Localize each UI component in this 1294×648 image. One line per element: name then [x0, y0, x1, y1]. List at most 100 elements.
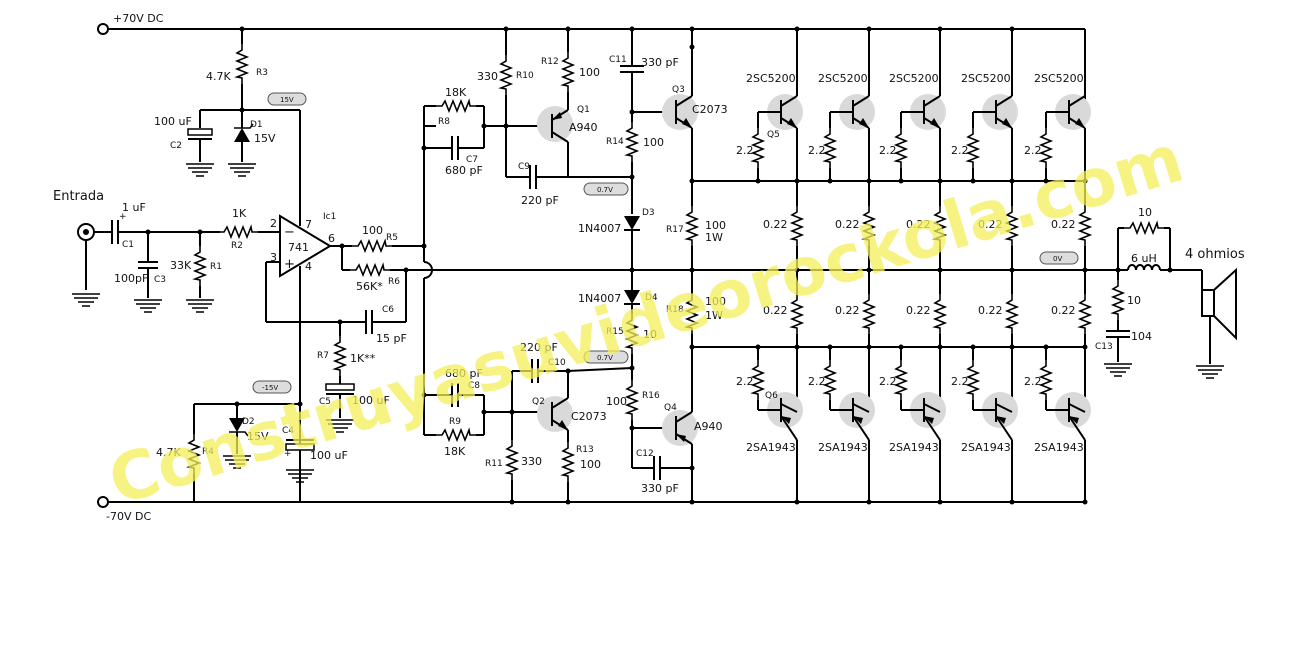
r12-value: 100: [579, 66, 600, 79]
npn-halo: [910, 94, 946, 130]
r12-ref: R12: [541, 57, 559, 67]
c2-value: 100 uF: [154, 115, 192, 128]
opamp-pin-6: 6: [328, 232, 335, 245]
r14-ref: R14: [606, 137, 624, 147]
npn-base-resistor: 2.2: [808, 144, 826, 157]
npn-emitter-resistor: 0.22: [835, 218, 860, 231]
c9-value: 220 pF: [521, 194, 559, 207]
r9-ref: R9: [449, 417, 461, 427]
r14-value: 100: [643, 136, 664, 149]
npn-emitter-resistor: 0.22: [906, 218, 931, 231]
c9-ref: C9: [518, 162, 530, 172]
c13-value: 104: [1131, 330, 1152, 343]
positive-rail: +70V DC: [97, 12, 1085, 35]
inductor-value: 6 uH: [1131, 252, 1157, 265]
c5-ref: C5: [319, 397, 331, 407]
c2-ref: C2: [170, 141, 182, 151]
pnp-base-resistor: 2.2: [736, 375, 754, 388]
q3-type: C2073: [692, 103, 728, 116]
pnp-halo: [1055, 392, 1091, 428]
r11-value: 330: [521, 455, 542, 468]
c3-ref: C3: [154, 275, 166, 285]
q2-type: C2073: [571, 410, 607, 423]
tag-bottom-07v: 0.7V: [597, 354, 613, 362]
opamp-plus: +: [284, 257, 295, 272]
npn-base-resistor: 2.2: [951, 144, 969, 157]
opamp-name: 741: [288, 241, 309, 254]
q4-ref: Q4: [664, 403, 677, 413]
r17-value: 100: [705, 219, 726, 232]
pnp-type: 2SA1943: [961, 441, 1011, 454]
npn-type: 2SC5200: [746, 72, 796, 85]
q6-ref: Q6: [765, 391, 778, 401]
r10-ref: R10: [516, 71, 534, 81]
c8-ref: C8: [468, 381, 480, 391]
d4-type: 1N4007: [578, 292, 621, 305]
c10-value: 220 pF: [520, 341, 558, 354]
q2-halo: [537, 396, 573, 432]
c8-value: 680 pF: [445, 367, 483, 380]
negative-rail-label: -70V DC: [106, 510, 151, 523]
c4-value: 100 uF: [310, 449, 348, 462]
c6-value: 15 pF: [376, 332, 407, 345]
tag-minus15v: -15V: [262, 384, 278, 392]
npn-emitter-resistor: 0.22: [978, 218, 1003, 231]
d4-ref: D4: [645, 293, 658, 303]
c12-ref: C12: [636, 449, 654, 459]
r15-ref: R15: [606, 327, 624, 337]
r8-ref: R8: [438, 117, 450, 127]
r13-ref: R13: [576, 445, 594, 455]
rz-value: 10: [1127, 294, 1141, 307]
c1-value: 1 uF: [122, 201, 146, 214]
input-stage: Entrada + 1 uF C1 100pF C3 33K R1 1K R2: [53, 189, 280, 313]
npn-base-resistor: 2.2: [879, 144, 897, 157]
pnp-halo: [910, 392, 946, 428]
d1-value: 15V: [254, 132, 276, 145]
r1-ref: R1: [210, 262, 222, 272]
pnp-emitter-resistor: 0.22: [835, 304, 860, 317]
npn-base-resistor: 2.2: [1024, 144, 1042, 157]
q1-type: A940: [569, 121, 598, 134]
pnp-type: 2SA1943: [746, 441, 796, 454]
d3-ref: D3: [642, 208, 655, 218]
c4-ref: C4: [282, 426, 294, 436]
pnp-base-resistor: 2.2: [879, 375, 897, 388]
pnp-halo: [982, 392, 1018, 428]
q2-ref: Q2: [532, 397, 545, 407]
negative-rail: -70V DC: [97, 496, 1085, 523]
npn-type: 2SC5200: [1034, 72, 1084, 85]
d2-value: 15V: [247, 430, 269, 443]
pnp-halo: [839, 392, 875, 428]
r10-value: 330: [477, 70, 498, 83]
r18-power: 1W: [705, 309, 723, 322]
pnp-base-resistor: 2.2: [1024, 375, 1042, 388]
c5-value: 100 uF: [352, 394, 390, 407]
r5-ref: R5: [386, 233, 398, 243]
speaker-icon: [1195, 267, 1237, 379]
npn-type: 2SC5200: [889, 72, 939, 85]
positive-regulator: 4.7K R3 15V 100 uF C2 D1 15V: [154, 26, 307, 177]
npn-base-resistor: 2.2: [736, 144, 754, 157]
c6-ref: C6: [382, 305, 394, 315]
r15-value: 10: [643, 328, 657, 341]
r9-value: 18K: [444, 445, 466, 458]
tag-0v: 0V: [1053, 255, 1062, 263]
positive-rail-label: +70V DC: [113, 12, 164, 25]
q4-halo: [662, 410, 698, 446]
load-network: 10 6 uH 10 C13 104 4 ohmios: [1095, 206, 1245, 379]
output-stage: 0V 2SC5200 2.2 0.22 0.22 2.2 2SA1943 2SC5200 2.…: [692, 26, 1091, 505]
c1-plus: +: [119, 212, 127, 222]
c13-ref: C13: [1095, 342, 1113, 352]
pnp-emitter-resistor: 0.22: [1051, 304, 1076, 317]
q1-ref: Q1: [577, 105, 590, 115]
pnp-emitter-resistor: 0.22: [763, 304, 788, 317]
bias-network: D3 1N4007 1N4007 D4 R15 10 R17 100 1W R1…: [578, 178, 726, 400]
c12-value: 330 pF: [641, 482, 679, 495]
npn-halo: [982, 94, 1018, 130]
c10-ref: C10: [548, 358, 566, 368]
pnp-halo: [767, 392, 803, 428]
r18-value: 100: [705, 295, 726, 308]
pnp-emitter-resistor: 0.22: [906, 304, 931, 317]
r7-ref: R7: [317, 351, 329, 361]
r17-ref: R17: [666, 225, 684, 235]
